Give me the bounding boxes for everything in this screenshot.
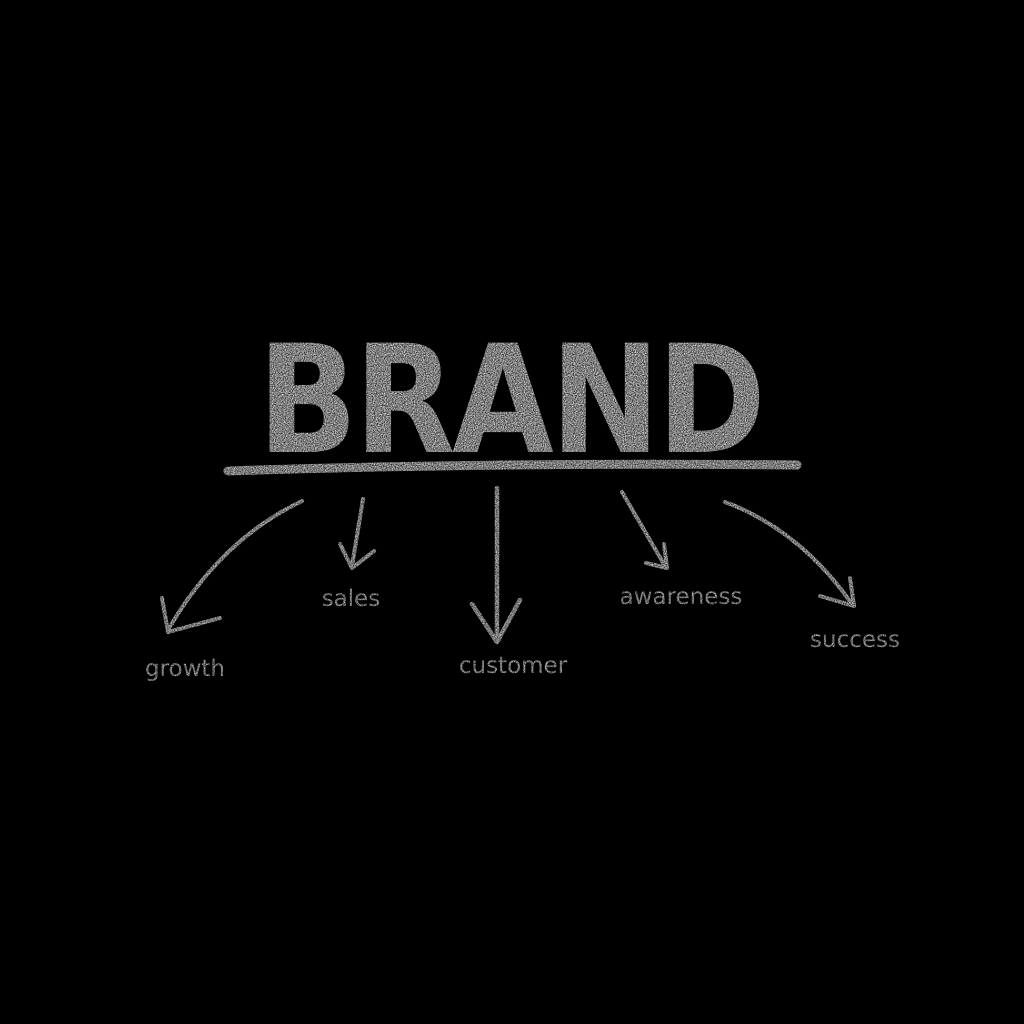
branch-label-sales: sales — [322, 586, 381, 612]
arrow-success — [723, 500, 856, 608]
arrow-customer — [469, 485, 523, 645]
branch-label-awareness: awareness — [620, 584, 743, 610]
arrow-sales — [338, 497, 376, 570]
branch-label-success: success — [810, 627, 900, 653]
branch-label-customer: customer — [459, 653, 568, 679]
branch-label-growth: growth — [145, 656, 225, 682]
title-underline — [223, 459, 802, 476]
arrow-growth — [160, 499, 304, 634]
arrow-awareness — [620, 490, 669, 570]
brand-title: BRAND — [258, 314, 763, 488]
